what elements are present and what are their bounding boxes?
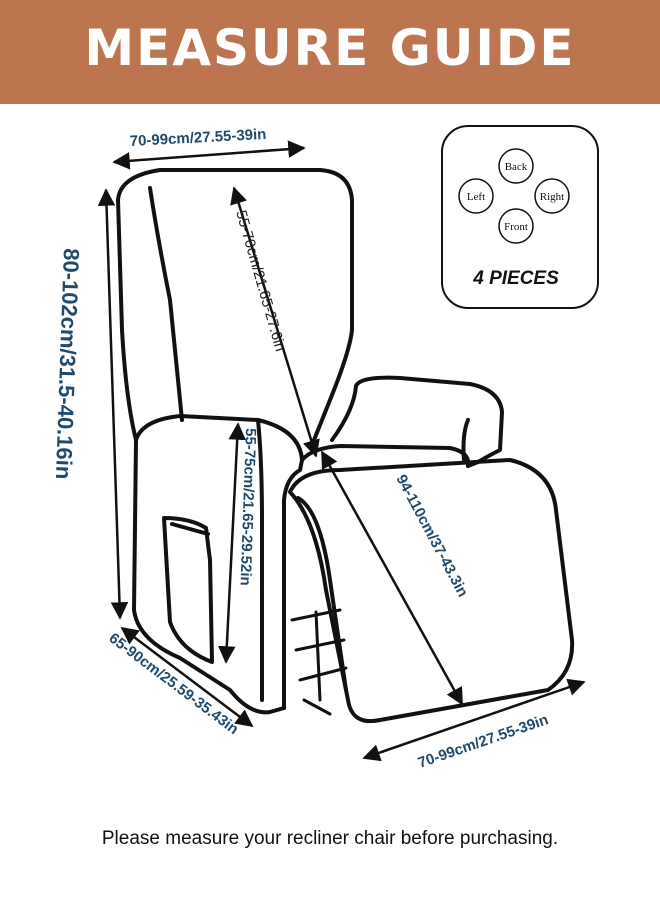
- backrest-inner: [148, 186, 184, 422]
- front-width-label: 70-99cm/27.55-39in: [416, 711, 551, 772]
- left-piece-circle: [458, 178, 494, 214]
- backrest-shape: [116, 168, 354, 447]
- recliner-measure-diagram: 70-99cm/27.55-39in 80-102cm/31.5-40.16in…: [51, 125, 599, 772]
- right-piece-label: Right: [540, 191, 564, 203]
- footrest-length-label: 94-110cm/37-43.3in: [392, 472, 471, 600]
- title-banner: [0, 0, 660, 104]
- right-arm: [354, 375, 504, 468]
- front-piece-circle: [498, 208, 534, 244]
- right-piece-circle: [534, 178, 570, 214]
- front-width-arrow: [362, 678, 586, 762]
- arm-height-label: 55-75cm/21.65-29.52in: [237, 428, 259, 586]
- footrest-length-arrow: [320, 450, 464, 706]
- footer: [0, 800, 660, 900]
- back-piece-circle: [498, 148, 534, 184]
- footer-note: Please measure your recliner chair befor…: [101, 828, 559, 849]
- left-piece-label: Left: [467, 191, 485, 203]
- pieces-caption: 4 PIECES: [472, 268, 559, 289]
- front-piece-label: Front: [504, 221, 528, 233]
- dimension-arrows: [97, 140, 586, 762]
- total-height-label: 80-102cm/31.5-40.16in: [51, 248, 84, 480]
- side-pocket: [162, 516, 214, 664]
- back-height-arrow: [230, 186, 320, 458]
- back-piece-label: Back: [505, 161, 528, 173]
- back-width-arrow: [112, 140, 306, 170]
- back-width-label: 70-99cm/27.55-39in: [129, 126, 266, 150]
- arm-height-arrow: [218, 422, 246, 664]
- back-height-label: 55-70cm/21.65-27.6in: [232, 208, 289, 353]
- page-title: MEASURE GUIDE: [84, 19, 576, 77]
- total-height-arrow: [97, 188, 129, 620]
- side-depth-arrow: [120, 626, 254, 728]
- pieces-box: Back Left Right Front 4 PIECES: [441, 125, 599, 309]
